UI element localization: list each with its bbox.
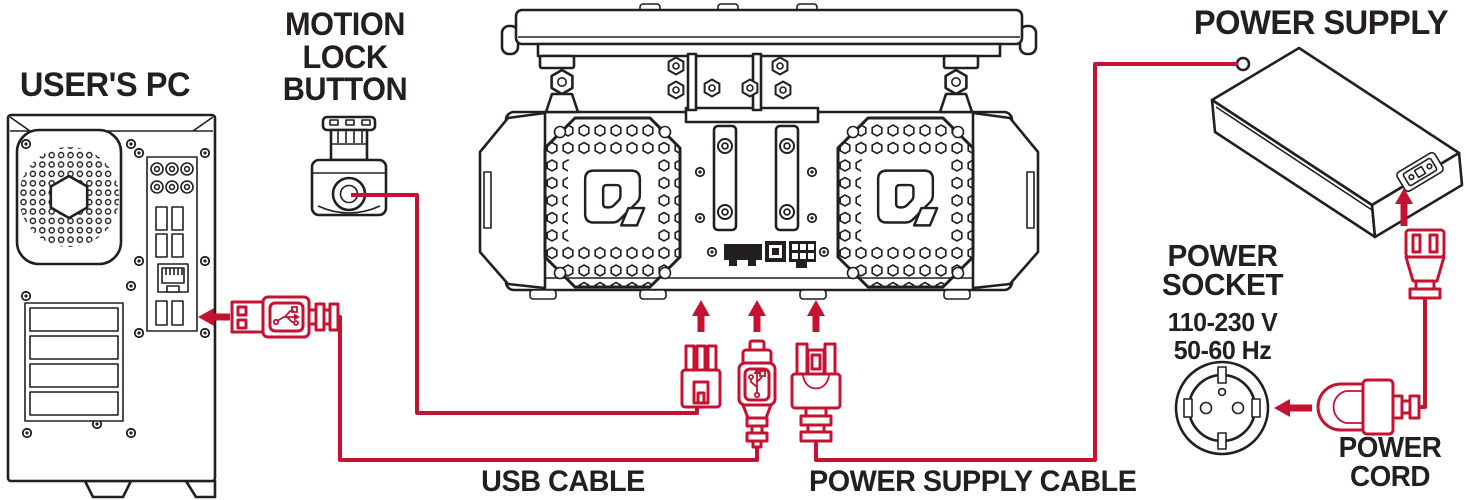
usb-trident-icon (272, 306, 300, 326)
power-supply-plug-icon (790, 342, 842, 443)
motion-lock-cable (351, 193, 699, 415)
power-supply-cable-path (814, 62, 1238, 462)
label-socket-frequency: 50-60 Hz (1173, 335, 1272, 365)
label-power-socket: POWER SOCKET (1134, 238, 1312, 303)
left-arrow-icon (198, 308, 230, 326)
power-socket-illustration (1174, 360, 1270, 456)
label-line: CORD (1349, 461, 1431, 493)
ethernet-port (157, 263, 189, 293)
usb-ports (155, 206, 184, 258)
cables (198, 62, 1446, 462)
usb-ports-bottom (155, 300, 184, 326)
motion-lock-plug-icon (680, 344, 722, 409)
label-power-supply-cable: POWER SUPPLY CABLE (809, 465, 1137, 498)
expansion-slots (24, 302, 124, 422)
label-line: BUTTON (282, 71, 408, 108)
motion-platform-illustration (478, 3, 1040, 300)
label-power-supply: POWER SUPPLY (1193, 4, 1449, 42)
label-line: LOCK (302, 38, 388, 75)
power-cord-path (1420, 297, 1427, 409)
iec-inlet (1396, 151, 1444, 193)
left-arrow-icon (1274, 399, 1312, 417)
up-arrow-icon (807, 300, 825, 332)
up-arrow-icon (1395, 188, 1413, 226)
label-motion-lock-button: MOTION LOCK BUTTON (259, 8, 432, 106)
label-usb-cable: USB CABLE (481, 465, 645, 498)
iec-c13-plug-icon (1395, 188, 1446, 300)
mini-usb-plug-icon (737, 339, 777, 449)
label-line: SOCKET (1161, 267, 1284, 303)
up-arrow-icon (748, 300, 766, 332)
label-power-cord: POWER CORD (1313, 434, 1466, 492)
up-arrow-icon (692, 300, 710, 332)
audio-jacks (150, 162, 194, 194)
device-ports (706, 241, 830, 268)
label-users-pc: USER'S PC (19, 66, 191, 104)
schuko-plug-icon (1274, 378, 1421, 436)
power-supply-illustration (1210, 46, 1464, 239)
label-line: POWER (1167, 238, 1278, 273)
label-line: MOTION (285, 6, 405, 42)
users-pc-illustration (6, 113, 217, 499)
usb-a-plug-icon (198, 295, 340, 339)
usb-trident-icon (748, 368, 766, 399)
label-socket-voltage: 110-230 V (1167, 307, 1278, 337)
label-line: POWER (1338, 432, 1442, 464)
motion-lock-button-illustration (310, 115, 388, 217)
